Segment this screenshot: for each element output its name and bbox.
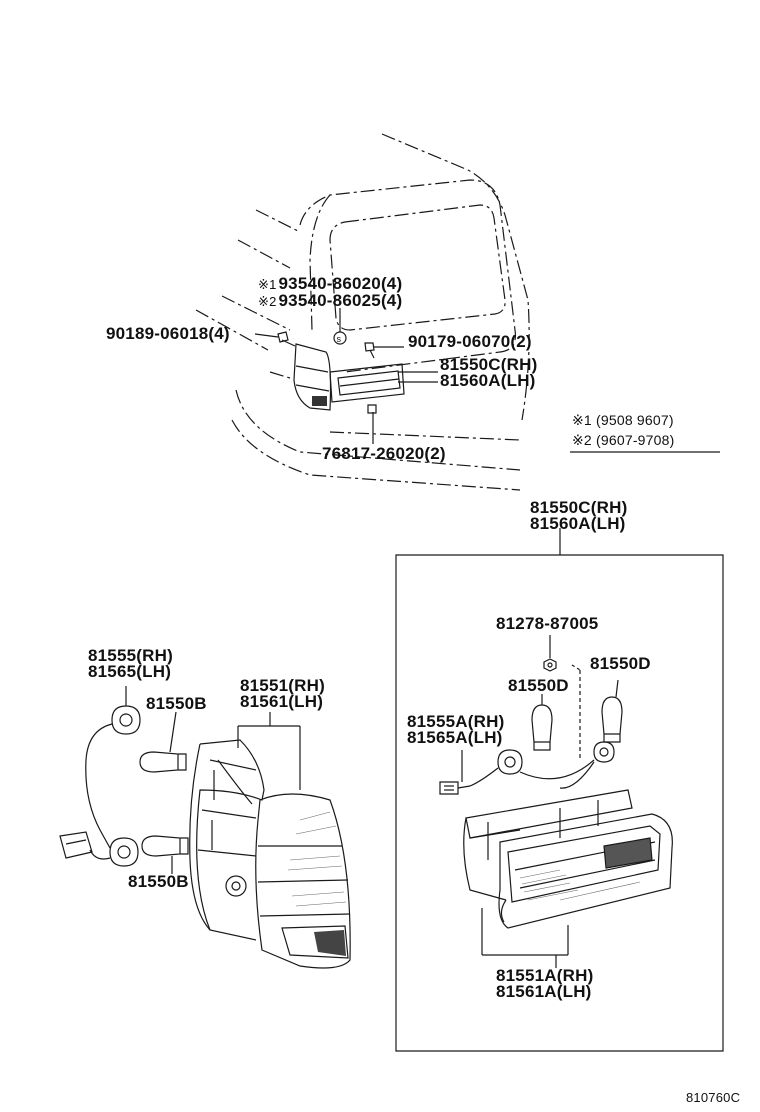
bulb-right-icon: [602, 697, 622, 742]
label-90189-06018: 90189-06018(4): [106, 324, 230, 343]
side-lamp-lens: [256, 794, 350, 968]
bulb-side-bottom-icon: [142, 836, 188, 856]
lens-bracket-side: [238, 712, 300, 790]
label-81550b-top: 81550B: [146, 694, 207, 713]
side-lens-shading: [288, 812, 346, 906]
screw-right-icon: [365, 343, 374, 358]
label-81278-87005: 81278-87005: [496, 614, 599, 633]
note-1: ※1 (9508 9607): [572, 412, 674, 428]
note-2: ※2 (9607-9708): [572, 432, 675, 448]
bulb-center-icon: [532, 705, 552, 750]
label-81555a-81565a: 81555A(RH) 81565A(LH): [407, 712, 505, 747]
label-90179-06070: 90179-06070(2): [408, 332, 532, 351]
label-81550d-right: 81550D: [590, 654, 651, 673]
diagram-code: 810760C: [686, 1090, 741, 1105]
side-lamp-housing: [190, 740, 264, 940]
center-lamp-body: [464, 790, 673, 928]
clip-icon: [368, 405, 376, 413]
label-81550c-81560a-vehicle: 81550C(RH) 81560A(LH): [440, 355, 538, 390]
svg-text:s: s: [337, 334, 342, 344]
vehicle-leader-lines: [255, 308, 438, 444]
label-81550c-81560a-assembly: 81550C(RH) 81560A(LH): [530, 498, 628, 533]
label-81555-81565: 81555(RH) 81565(LH): [88, 646, 173, 681]
lens-bracket-center: [482, 908, 568, 968]
label-76817-26020: 76817-26020(2): [322, 444, 446, 463]
label-81550b-bottom: 81550B: [128, 872, 189, 891]
socket-harness-side: [60, 706, 140, 866]
label-81551-81561: 81551(RH) 81561(LH): [240, 676, 325, 711]
vehicle-center-lamp: [330, 364, 404, 402]
screw-left-icon: [278, 332, 295, 346]
vehicle-side-lamp: [294, 344, 331, 410]
socket-harness-center: [440, 742, 614, 794]
nut-icon: [544, 659, 556, 671]
bulb-side-top-icon: [140, 752, 186, 772]
label-81550d-center: 81550D: [508, 676, 569, 695]
vehicle-rear-outline: [196, 134, 529, 490]
center-lamp-shading: [520, 870, 640, 900]
label-81551a-81561a: 81551A(RH) 81561A(LH): [496, 966, 594, 1001]
